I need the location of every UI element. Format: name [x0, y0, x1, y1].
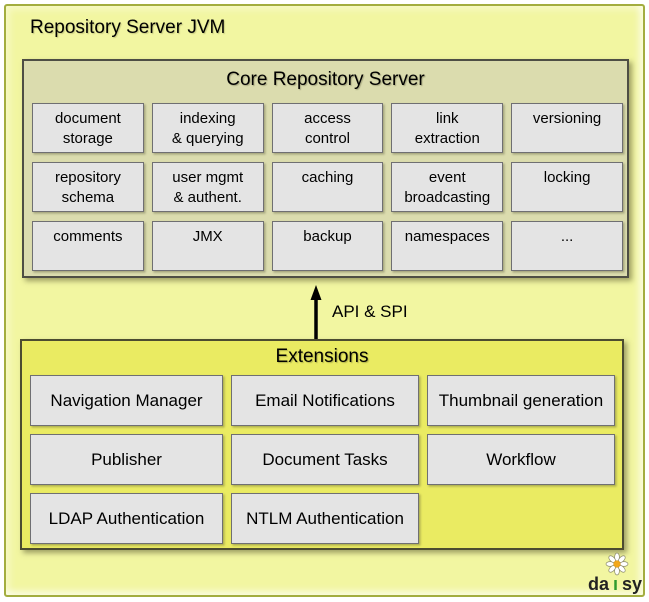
core-module-namespaces: namespaces: [391, 221, 504, 271]
core-module-document-storage: document storage: [32, 103, 144, 153]
extension-thumbnail-generation: Thumbnail generation: [427, 375, 615, 426]
extensions-box: Extensions Navigation Manager Email Noti…: [20, 339, 624, 550]
daisy-letters-da: da: [588, 574, 610, 594]
core-module-repository-schema: repository schema: [32, 162, 144, 212]
extension-workflow: Workflow: [427, 434, 615, 485]
extension-email-notifications: Email Notifications: [231, 375, 419, 426]
extensions-box-title: Extensions: [275, 346, 369, 367]
core-module-backup: backup: [271, 221, 384, 271]
up-arrow-icon: [310, 285, 322, 339]
core-box-title: Core Repository Server: [226, 69, 425, 90]
core-module-caching: caching: [271, 162, 384, 212]
extension-navigation-manager: Navigation Manager: [30, 375, 223, 426]
core-module-user-mgmt-authent: user mgmt & authent.: [151, 162, 264, 212]
core-modules-grid: document storage indexing & querying acc…: [32, 103, 623, 271]
daisy-letter-i-stem: ı: [613, 574, 619, 594]
extension-document-tasks: Document Tasks: [231, 434, 419, 485]
core-module-versioning: versioning: [511, 103, 623, 153]
api-spi-label: API & SPI: [332, 302, 408, 321]
api-spi-connector: API & SPI: [302, 285, 442, 341]
core-repository-server-box: Core Repository Server document storage …: [22, 59, 629, 278]
core-module-event-broadcasting: event broadcasting: [391, 162, 504, 212]
daisy-flower-icon: [605, 552, 629, 576]
extension-ntlm-authentication: NTLM Authentication: [231, 493, 419, 544]
page-title: Repository Server JVM: [30, 17, 226, 38]
daisy-logo: da ı sy: [588, 552, 649, 593]
extension-ldap-authentication: LDAP Authentication: [30, 493, 223, 544]
core-module-access-control: access control: [271, 103, 384, 153]
daisy-letters-sy: sy: [622, 574, 643, 594]
core-module-jmx: JMX: [151, 221, 264, 271]
core-module-comments: comments: [32, 221, 144, 271]
core-module-more: ...: [511, 221, 623, 271]
daisy-logo-text: da ı sy: [588, 575, 642, 593]
extensions-grid: Navigation Manager Email Notifications T…: [30, 375, 615, 544]
repository-server-jvm-panel: Repository Server JVM Core Repository Se…: [4, 4, 645, 597]
core-module-indexing-querying: indexing & querying: [151, 103, 264, 153]
core-module-link-extraction: link extraction: [391, 103, 504, 153]
extension-publisher: Publisher: [30, 434, 223, 485]
core-module-locking: locking: [511, 162, 623, 212]
